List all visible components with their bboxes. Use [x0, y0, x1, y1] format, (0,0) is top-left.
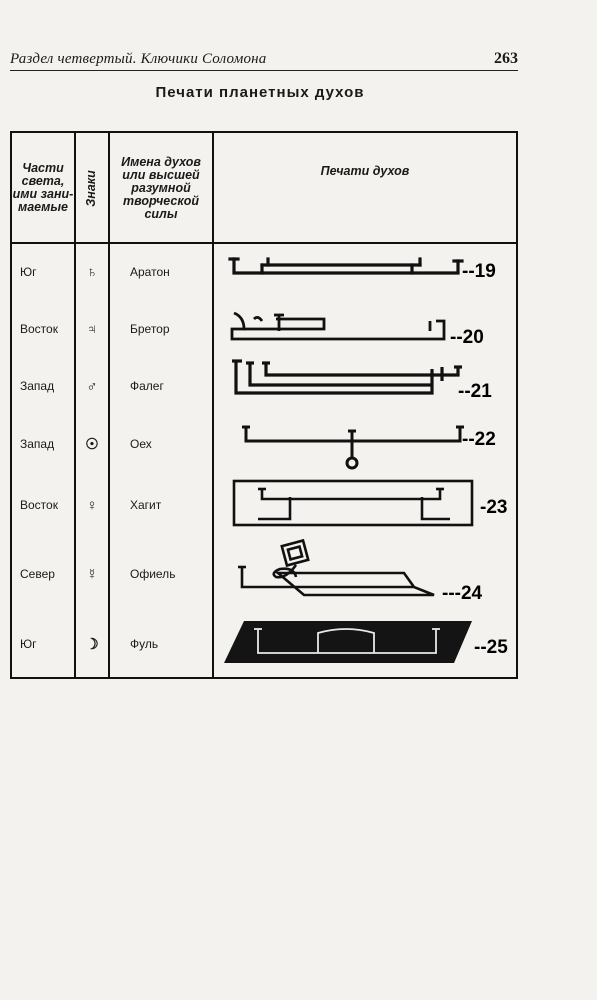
section-title: Раздел четвертый. Ключики Соломона [10, 51, 267, 67]
header-text: Имена духов или высшей разумной творческ… [121, 154, 201, 221]
spirit-name: Аратон [130, 265, 170, 279]
spirit-name: Бретор [130, 322, 170, 336]
header-text: Части света, ими зани-маемые [12, 161, 74, 214]
seal-glyph: ---24 [238, 538, 483, 604]
seal-number: --25 [474, 637, 508, 658]
spirit-name: Фалег [130, 379, 164, 393]
column-rule [212, 133, 214, 677]
table-row: Юг ♄ Аратон --19 [12, 243, 516, 301]
seal-glyph: --21 [232, 359, 492, 402]
seal-glyph: --19 [228, 257, 496, 282]
spirit-name: Офиель [130, 567, 176, 581]
direction-cell: Юг [20, 637, 37, 651]
column-rule [108, 133, 110, 677]
header-cell-name: Имена духов или высшей разумной творческ… [110, 133, 212, 243]
page-number: 263 [494, 50, 518, 67]
table-row: Север ☿ Офиель ---24 [12, 537, 516, 611]
seal-glyph: --25 [224, 621, 508, 663]
seals-table: Части света, ими зани-маемые Знаки Имена… [10, 131, 518, 679]
column-rule [74, 133, 76, 677]
seal-cell: --21 [214, 357, 516, 415]
spirit-name: Оех [130, 437, 152, 451]
seal-cell: --22 [214, 415, 516, 473]
seal-cell: ---24 [214, 537, 516, 611]
table-row: Запад ♂ Фалег --21 [12, 357, 516, 415]
running-head: Раздел четвертый. Ключики Соломона 263 [10, 50, 518, 71]
seal-number: --20 [450, 327, 484, 348]
saturn-icon: ♄ [86, 263, 98, 281]
direction-cell: Восток [20, 322, 58, 336]
header-rule [12, 242, 516, 244]
header-text: Печати духов [320, 163, 410, 178]
mercury-icon: ☿ [86, 565, 98, 583]
sun-icon: ☉ [85, 436, 99, 453]
seal-glyph: --22 [242, 425, 496, 470]
spirit-name: Фуль [130, 637, 159, 651]
table-title: Печати планетных духов [155, 84, 365, 101]
mars-icon: ♂ [86, 377, 98, 395]
table-row: Восток ♃ Бретор --20 [12, 301, 516, 357]
seal-glyph: --20 [230, 311, 484, 348]
direction-cell: Запад [20, 379, 55, 393]
seal-number: --22 [462, 429, 496, 450]
table-row: Запад ☉ Оех --22 [12, 415, 516, 473]
header-cell-direction: Части света, ими зани-маемые [12, 133, 74, 243]
moon-icon: ☽ [85, 636, 99, 653]
table-row: Юг ☽ Фуль --25 [12, 611, 516, 677]
seal-number: --19 [462, 261, 496, 282]
venus-icon: ♀ [86, 496, 98, 514]
direction-cell: Запад [20, 437, 55, 451]
seal-cell: --19 [214, 243, 516, 301]
seal-glyph: -23 [232, 479, 507, 527]
seal-number: --21 [458, 381, 492, 402]
seal-number: -23 [480, 497, 507, 518]
seal-cell: -23 [214, 473, 516, 537]
spirit-name: Хагит [130, 498, 162, 512]
jupiter-icon: ♃ [86, 320, 98, 338]
direction-cell: Север [20, 567, 55, 581]
header-cell-sign: Знаки [74, 133, 108, 243]
seal-cell: --25 [214, 611, 516, 677]
table-row: Восток ♀ Хагит -23 [12, 473, 516, 537]
seal-cell: --20 [214, 301, 516, 357]
direction-cell: Юг [20, 265, 37, 279]
header-cell-seal: Печати духов [214, 133, 516, 243]
header-text: Знаки [83, 169, 98, 207]
seal-number: ---24 [442, 583, 483, 604]
direction-cell: Восток [20, 498, 58, 512]
